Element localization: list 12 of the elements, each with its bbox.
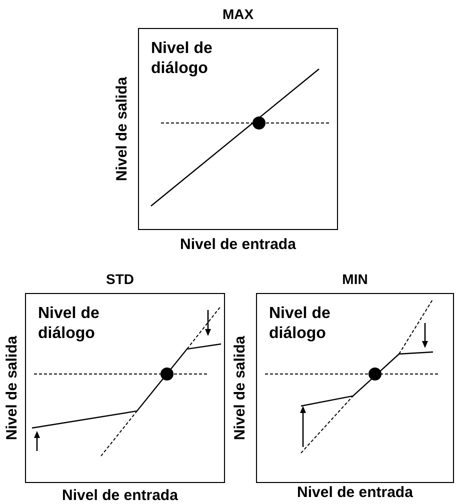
- curve-label: Nivel de diálogo: [269, 304, 332, 344]
- axis-label: Nivel de entrada: [180, 236, 296, 253]
- axis-label: Nivel de salida: [4, 336, 20, 440]
- curve-label: Nivel de diálogo: [38, 304, 100, 344]
- panel-title: STD: [106, 271, 134, 287]
- axis-label: Nivel de entrada: [62, 487, 178, 504]
- axis-label: Nivel de salida: [114, 76, 130, 182]
- axis-label: Nivel de entrada: [297, 484, 413, 501]
- axis-label: Nivel de salida: [232, 336, 248, 440]
- curve-label: Nivel de diálogo: [151, 39, 214, 79]
- panel-title: MAX: [222, 6, 254, 22]
- panel-title: MIN: [342, 271, 368, 287]
